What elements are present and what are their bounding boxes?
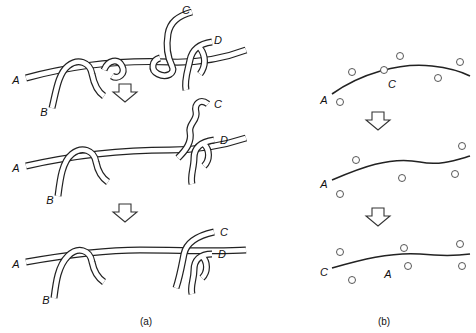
- panel-label: (a): [139, 316, 153, 328]
- chain-label: A: [11, 258, 20, 271]
- chain-label: A: [319, 94, 328, 107]
- chain-label: D: [219, 134, 229, 147]
- chain-label: D: [213, 34, 223, 47]
- chain-label: C: [181, 4, 191, 17]
- chain-label: A: [319, 178, 328, 191]
- chain-label: C: [319, 266, 329, 279]
- chain-label: A: [383, 268, 392, 281]
- chain-label: A: [11, 74, 20, 87]
- chain-label: C: [219, 226, 229, 239]
- chain-label: D: [217, 248, 227, 261]
- chain-label: B: [41, 294, 50, 307]
- chain-label: C: [213, 98, 223, 111]
- chain-label: B: [39, 106, 48, 119]
- chain-label: B: [45, 194, 54, 207]
- panel-label: (b): [377, 316, 391, 328]
- chain-label: C: [387, 78, 397, 91]
- chain-label: A: [11, 162, 20, 175]
